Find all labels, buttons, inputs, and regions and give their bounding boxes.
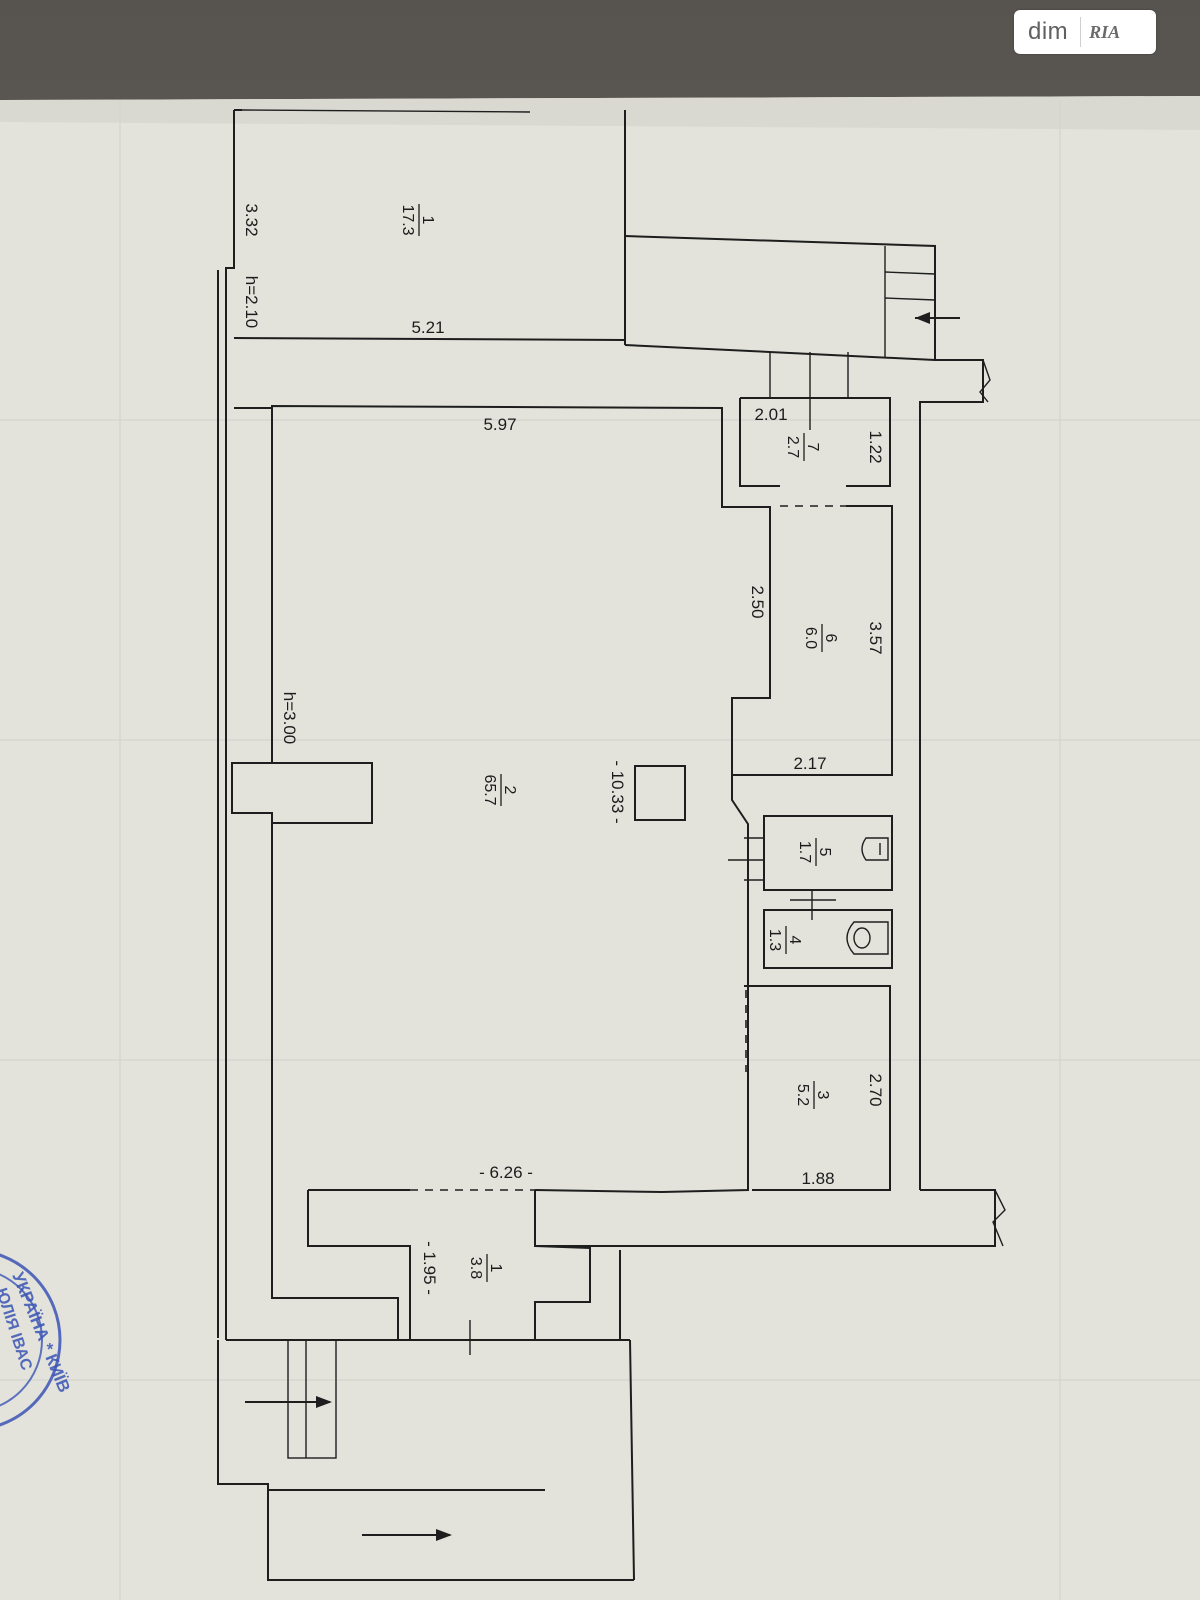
room-1-number: 1 [419,216,436,225]
dim-1-95: - 1.95 - [420,1241,439,1295]
room-label-1: 1 17.3 [399,204,436,236]
entrance-walls [217,1189,1006,1581]
room-7-walls [739,352,891,507]
room-4-number: 4 [786,936,803,945]
dim-1-22: 1.22 [866,430,885,463]
room-labels: 1 17.3 2 65.7 7 2.7 6 6.0 5 1.7 4 1.3 [399,204,839,1282]
room-3-walls [744,985,891,1191]
room-label-1-entrance: 1 3.8 [467,1254,504,1282]
watermark-brand-left: dim [1028,18,1069,45]
dim-2-70: 2.70 [866,1073,885,1106]
watermark-divider [1080,17,1082,47]
watermark-brand-right: RIA [1089,21,1121,42]
room-6-area: 6.0 [802,627,819,649]
entry-arrow-top [915,312,930,324]
room-label-6: 6 6.0 [802,624,839,652]
room-label-4: 4 1.3 [766,926,803,954]
toilet-fixture [846,921,889,955]
room-7-number: 7 [804,443,821,452]
room-2-number: 2 [501,786,518,795]
room-label-7: 7 2.7 [784,433,821,461]
room-label-5: 5 1.7 [796,838,833,866]
sink-fixture [861,837,889,861]
room-7-area: 2.7 [784,436,801,458]
dim-3-57: 3.57 [866,621,885,654]
room-1b-area: 3.8 [467,1257,484,1279]
dim-3-32: 3.32 [242,203,261,236]
dim-1-88: 1.88 [801,1169,834,1188]
outer-walls [217,109,771,1341]
dim-6-26: - 6.26 - [479,1163,533,1182]
dim-2-01: 2.01 [754,405,787,424]
entry-arrow-bottom [436,1529,452,1541]
dimension-labels: 3.32 h=2.10 5.21 5.97 2.01 1.22 2.50 3.5… [242,203,885,1294]
paper-grid [0,100,1200,1600]
dim-2-17: 2.17 [793,754,826,773]
dim-5-97: 5.97 [483,415,516,434]
room-1-area: 17.3 [399,204,416,235]
room-2-area: 65.7 [481,774,498,805]
room-4-area: 1.3 [766,929,783,951]
dim-h-2-10: h=2.10 [242,276,261,328]
dim-5-21: 5.21 [411,318,444,337]
room-1b-number: 1 [487,1264,504,1273]
dim-h-3-00: h=3.00 [280,692,299,744]
paper-top-shadow [0,96,1200,130]
room-label-2: 2 65.7 [481,774,518,806]
room-5-4-walls [728,815,893,969]
stair-annex [624,235,991,1190]
dimria-watermark: dim RIA [1014,10,1156,54]
dim-10-33: - 10.33 - [608,760,627,823]
room-3-number: 3 [814,1091,831,1100]
room-5-number: 5 [816,848,833,857]
room-label-3: 3 5.2 [794,1081,831,1109]
room-3-area: 5.2 [794,1084,811,1106]
room-6-walls [731,505,893,776]
room-5-area: 1.7 [796,841,813,863]
dim-2-50: 2.50 [748,585,767,618]
room-6-number: 6 [822,634,839,643]
entry-arrow-left [316,1396,332,1408]
paper-surface [0,96,1200,1600]
